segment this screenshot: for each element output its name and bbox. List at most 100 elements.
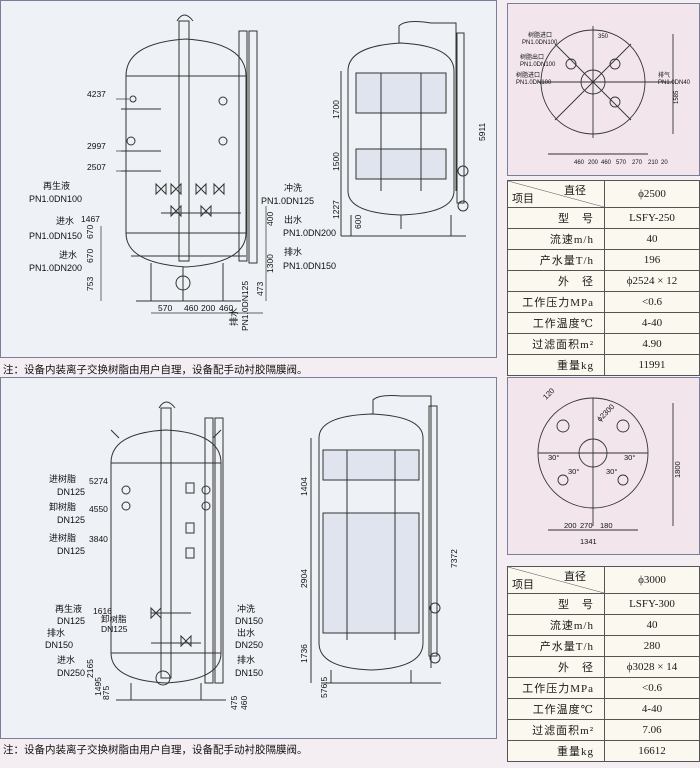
top-right-spec-0: PN1.0DN125 [261,196,314,206]
top-row-label: 外 径 [507,270,605,292]
bottom-bdim-475: 475 [229,696,239,710]
bottom-row-value: <0.6 [604,677,700,699]
bottom-row-value: 16612 [604,740,700,762]
bottom-mid-5: 875 [101,686,111,700]
bottom-elev-4550: 4550 [89,504,108,514]
top-left-spec-1: PN1.0DN150 [29,231,82,241]
bottom-table-header-diagonal [508,567,604,593]
top-rdim-1300: 1300 [265,254,275,273]
bottom-left-spec-1: DN125 [57,515,85,525]
bottom-table-header: 直径 项目 ϕ3000 [507,566,700,594]
top-row-label: 流速m/h [507,228,605,250]
top-elevation-panel: 4237 2997 2507 1467 670 670 753 570 460 … [0,0,497,358]
bottom-table-row: 工作压力MPa<0.6 [507,677,700,699]
top-plan-l0: 树脂进口 [528,31,552,39]
bottom-ll-name-1: 排水 [47,627,65,638]
bottom-mid-4: 1495 [93,677,103,696]
bottom-plan-d0: 200 [564,521,577,530]
top-plan-drawing: 树脂进口 PN1.0DN100 树脂出口 PN1.0DN100 排气 PN1.0… [516,26,691,166]
top-left-name-1: 进水 [56,215,74,226]
top-dim-753: 753 [85,277,95,291]
top-row-value: 196 [604,249,700,271]
top-row-label: 过滤面积m² [507,333,605,355]
top-row-label: 型 号 [507,207,605,229]
bottom-right-name-1: 出水 [237,627,255,638]
bottom-row-label: 过滤面积m² [507,719,605,741]
top-sdim-1227: 1227 [331,200,341,219]
bottom-left-name-1: 卸树脂 [49,501,76,512]
top-left-name-0: 再生液 [43,180,70,191]
bottom-sdim-7372: 7372 [449,549,459,568]
top-plan-d0: 350 [598,34,609,40]
bottom-row-value: LSFY-300 [604,593,700,615]
top-right-name-1: 出水 [284,214,302,225]
top-sdim-1500: 1500 [331,152,341,171]
bottom-ll-name-2: 进水 [57,654,75,665]
top-right-spec-2: PN1.0DN150 [283,261,336,271]
bottom-plan-d3: 1341 [580,537,597,546]
bottom-left-name-2: 进树脂 [49,532,76,543]
top-plan-d4: 460 [601,160,612,166]
top-plan-l2: 树脂出口 [520,53,544,61]
bottom-elevation-panel: 5274 4550 3840 1616 卸树脂 DN125 2165 1495 … [0,377,497,739]
top-row-value: ϕ2524 × 12 [604,270,700,292]
bottom-plan-l1: ϕ2300 [595,402,616,423]
top-table-row: 工作压力MPa<0.6 [507,291,700,313]
top-plan-l3: PN1.0DN100 [520,62,556,68]
top-plan-d1: 1585 [674,90,680,104]
bottom-row-value: 7.06 [604,719,700,741]
bottom-plan-d4: 1800 [673,461,682,478]
top-row-label: 工作压力MPa [507,291,605,313]
bottom-plan-panel: 120 ϕ2300 30° 30° 30° 30° 200 270 180 13… [507,377,700,555]
bottom-row-value: 40 [604,614,700,636]
bottom-table-header-value: ϕ3000 [604,566,700,594]
bottom-row-label: 型 号 [507,593,605,615]
top-bdim-200: 200 [201,303,215,313]
top-table-header-left: 项目 [512,193,534,205]
bottom-section-vessel [318,413,424,671]
top-plan-d7: 210 [648,160,659,166]
bottom-elevation-drawing: 5274 4550 3840 1616 卸树脂 DN125 2165 1495 … [45,395,459,710]
bottom-right-name-0: 冲洗 [237,603,255,614]
bottom-row-label: 重量kg [507,740,605,762]
top-table-header: 直径 项目 ϕ2500 [507,180,700,208]
top-plan-d6: 270 [632,160,643,166]
bottom-plan-l5: 30° [606,467,617,476]
bottom-row-label: 流速m/h [507,614,605,636]
bottom-row-label: 产水量T/h [507,635,605,657]
top-left-spec-0: PN1.0DN100 [29,194,82,204]
top-dim-1467: 1467 [81,214,100,224]
bottom-right-spec-0: DN150 [235,616,263,626]
bottom-mid-1: 卸树脂 [101,614,127,624]
bottom-row-label: 工作压力MPa [507,677,605,699]
top-plan-l6: 树脂进口 [516,71,540,79]
top-dim-670b: 670 [85,249,95,263]
bottom-ll-name-0: 再生液 [55,603,82,614]
top-row-value: LSFY-250 [604,207,700,229]
top-table-header-top: 直径 [564,185,586,197]
top-row-label: 重量kg [507,354,605,376]
top-sdim-1700: 1700 [331,100,341,119]
top-section-vessel [347,42,455,216]
bottom-sdim-1404: 1404 [299,477,309,496]
top-row-value: <0.6 [604,291,700,313]
bottom-mid-2: DN125 [101,624,128,634]
top-rdim-400: 400 [265,212,275,226]
top-row-value: 40 [604,228,700,250]
bottom-row-value: ϕ3028 × 14 [604,656,700,678]
top-plan-l7: PN1.0DN100 [516,80,552,86]
bottom-note: 注：设备内装离子交换树脂由用户自理，设备配手动衬胶隔膜阀。 [3,744,308,756]
top-right-spec-1: PN1.0DN200 [283,228,336,238]
top-row-value: 11991 [604,354,700,376]
bottom-sdim-576: 576.5 [319,676,329,698]
top-plan-l1: PN1.0DN100 [522,40,558,46]
bottom-plan-l3: 30° [624,453,635,462]
bottom-plan-d2: 180 [600,521,613,530]
